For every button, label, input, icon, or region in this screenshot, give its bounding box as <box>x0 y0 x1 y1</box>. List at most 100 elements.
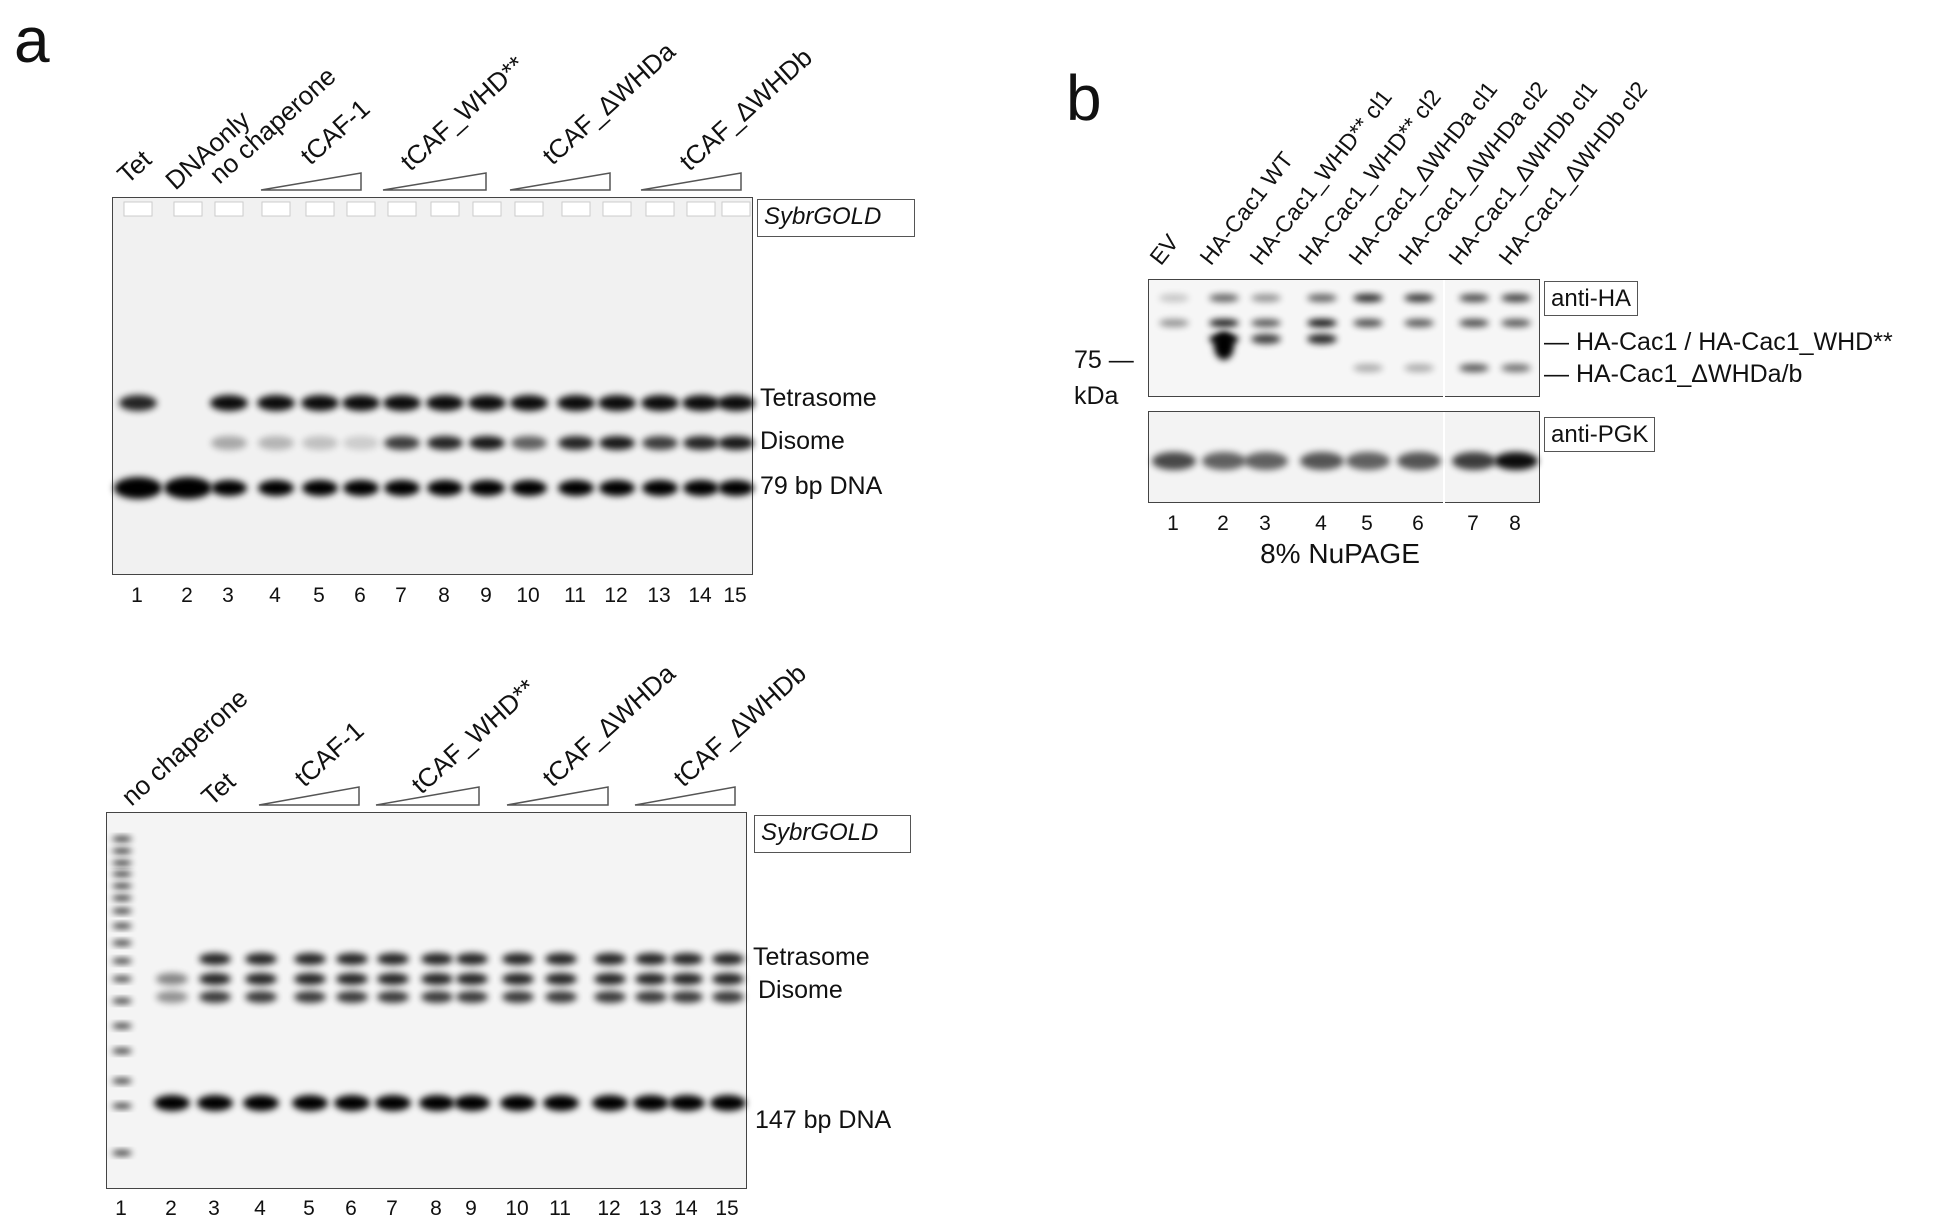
disome-band <box>599 436 635 450</box>
lane-number: 8 <box>1509 512 1521 535</box>
dna-band <box>469 480 505 496</box>
dna-band <box>243 1095 279 1111</box>
tetrasome-band <box>377 953 409 965</box>
lane-number: 2 <box>181 584 193 607</box>
disome-band <box>469 436 505 450</box>
tetrasome-band <box>257 395 295 411</box>
lane-number: 11 <box>564 584 586 607</box>
disome-band <box>456 973 488 985</box>
dna-band <box>633 1095 669 1111</box>
ha-band-upper <box>1501 294 1531 302</box>
lane-number: 14 <box>688 584 712 607</box>
lane-number: 6 <box>1412 512 1424 535</box>
lane-number: 5 <box>1361 512 1373 535</box>
tetrasome-band <box>119 395 157 411</box>
ha-cac1-dwhd-band <box>1404 364 1434 372</box>
tetrasome-band <box>671 953 703 965</box>
tetrasome-band <box>426 395 464 411</box>
gel-well <box>214 201 244 217</box>
stain-label-box: SybrGOLD <box>757 199 915 237</box>
lane-number: 8 <box>430 1197 442 1220</box>
lane-number: 5 <box>303 1197 315 1220</box>
lane-number: 3 <box>208 1197 220 1220</box>
disome-band <box>456 991 488 1003</box>
pgk-band <box>1202 452 1246 470</box>
lane-number: 7 <box>386 1197 398 1220</box>
lane-number: 12 <box>597 1197 621 1220</box>
gel-well <box>721 201 751 217</box>
marker-value: 75 <box>1074 346 1102 374</box>
lane-number: 7 <box>395 584 407 607</box>
pgk-band <box>1244 452 1288 470</box>
titration-triangle-icon <box>640 172 742 191</box>
gel-well <box>430 201 460 217</box>
gel-well <box>645 201 675 217</box>
ladder-band <box>112 1150 132 1156</box>
disome-band <box>245 991 277 1003</box>
gel-well <box>123 201 153 217</box>
marker-75: 75 — <box>1074 346 1134 374</box>
ladder-band <box>112 1048 132 1054</box>
dna-band <box>669 1095 705 1111</box>
tetrasome-band <box>545 953 577 965</box>
ha-band-upper <box>1404 294 1434 302</box>
lane-number: 5 <box>313 584 325 607</box>
lane-label-tcaf-dwhda: tCAF_ΔWHDa <box>536 36 681 171</box>
disome-band <box>377 991 409 1003</box>
tetrasome-band <box>456 953 488 965</box>
dna-band <box>511 480 547 496</box>
band-label-dna: 79 bp DNA <box>760 472 883 500</box>
ha-cac1-band <box>1307 334 1337 344</box>
ladder-band <box>112 895 132 901</box>
dna-band <box>164 477 212 499</box>
lane-number: 3 <box>222 584 234 607</box>
disome-band <box>302 436 338 450</box>
lane-label-tet: Tet <box>195 765 242 812</box>
blot-label-anti-pgk: anti-PGK <box>1544 417 1656 452</box>
titration-triangle-icon <box>634 786 736 806</box>
band-label-ha-cac1-dwhd-text: HA-Cac1_ΔWHDa/b <box>1575 360 1803 388</box>
disome-band <box>558 436 594 450</box>
pgk-band <box>1300 452 1344 470</box>
band-label-disome: Disome <box>758 976 843 1004</box>
dna-band <box>343 480 379 496</box>
pgk-band <box>1152 452 1196 470</box>
disome-band <box>671 973 703 985</box>
emsa-gel-147bp <box>106 812 747 1189</box>
band-label-disome: Disome <box>760 427 845 455</box>
dna-band <box>292 1095 328 1111</box>
lane-label-tcaf-dwhdb: tCAF_ΔWHDb <box>667 658 812 793</box>
disome-band <box>294 973 326 985</box>
gel-type-label: 8% NuPAGE <box>1260 538 1420 569</box>
dna-band <box>454 1095 490 1111</box>
ha-band-middle <box>1307 319 1337 327</box>
ha-band-upper <box>1251 294 1281 302</box>
titration-triangle-icon <box>509 172 611 191</box>
disome-band <box>511 436 547 450</box>
disome-band <box>502 973 534 985</box>
ha-band-middle <box>1501 319 1531 327</box>
pgk-band <box>1452 452 1496 470</box>
lane-number: 4 <box>269 584 281 607</box>
disome-band <box>336 973 368 985</box>
ha-band-middle <box>1404 319 1434 327</box>
gel-well <box>514 201 544 217</box>
dna-band <box>642 480 678 496</box>
dna-band <box>543 1095 579 1111</box>
pgk-band <box>1397 452 1441 470</box>
disome-band <box>594 973 626 985</box>
lane-number: 8 <box>438 584 450 607</box>
lane-number: 7 <box>1467 512 1479 535</box>
lane-number: 14 <box>674 1197 698 1220</box>
ladder-band <box>112 860 132 866</box>
tetrasome-band <box>502 953 534 965</box>
ha-band-upper <box>1353 294 1383 302</box>
ha-band-upper <box>1307 294 1337 302</box>
ladder-band <box>112 1023 132 1029</box>
band-label-ha-cac1-text: HA-Cac1 / HA-Cac1_WHD** <box>1575 328 1893 356</box>
dna-band <box>599 480 635 496</box>
lane-number: 13 <box>647 584 671 607</box>
titration-triangle-icon <box>260 172 362 191</box>
tetrasome-band <box>210 395 248 411</box>
